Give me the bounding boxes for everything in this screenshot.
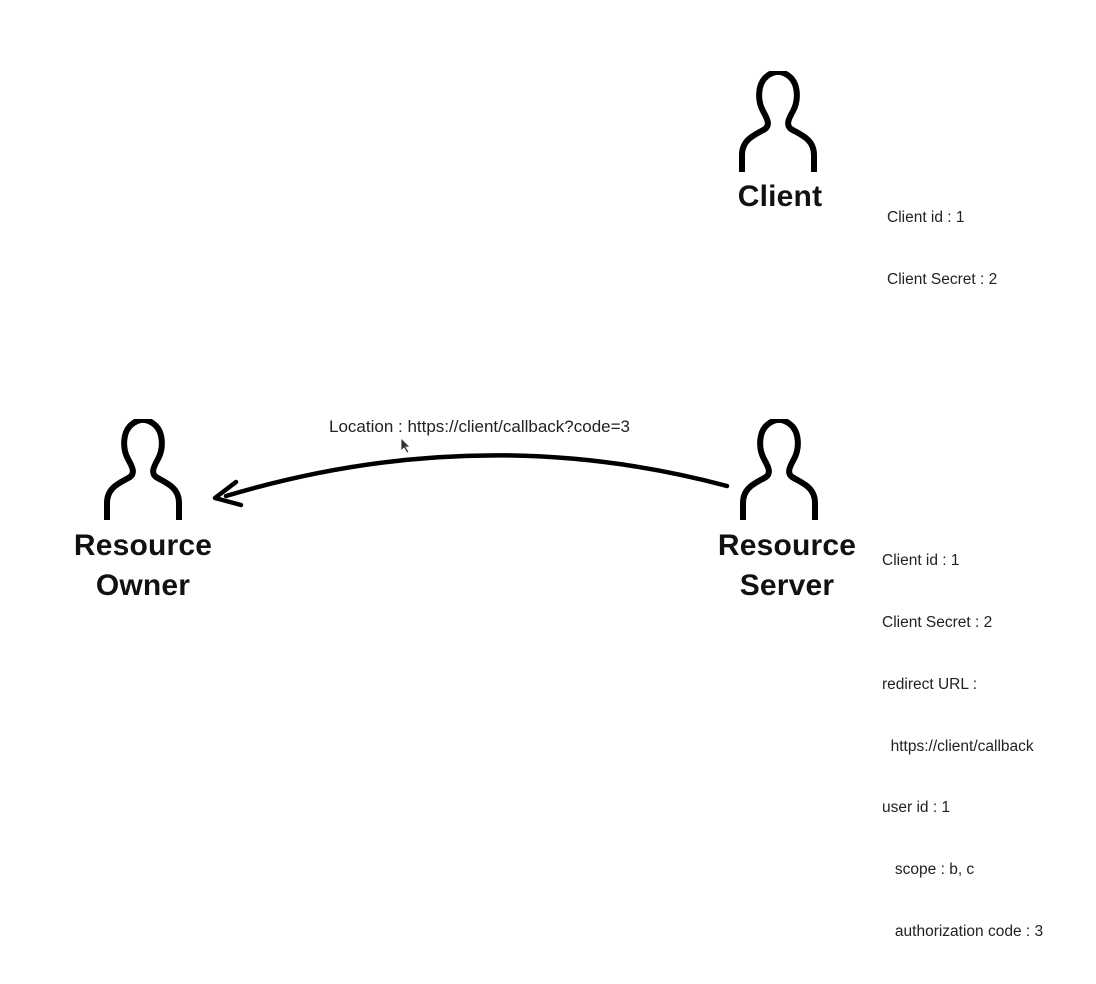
resource-owner-name-line1: Resource: [73, 529, 213, 562]
client-label: Client: [718, 177, 842, 217]
resource-server-info-line: authorization code : 3: [882, 922, 1044, 940]
resource-server-info-line: Client Secret : 2: [882, 613, 993, 631]
resource-server-label: Resource Server: [707, 526, 867, 606]
client-info: Client id : 1 Client Secret : 2: [887, 167, 997, 332]
resource-server-person-icon: [743, 420, 815, 520]
redirect-location-label: Location : https://client/callback?code=…: [329, 417, 630, 436]
resource-server-name-line2: Server: [739, 569, 835, 602]
diagram-canvas: [0, 0, 1096, 674]
client-info-line: Client Secret : 2: [887, 270, 998, 288]
oauth-diagram: Client Client id : 1 Client Secret : 2 R…: [0, 0, 1096, 940]
resource-server-info: Client id : 1 Client Secret : 2 redirect…: [882, 510, 1043, 984]
client-person-icon: [742, 72, 814, 172]
redirect-arrow: [212, 453, 730, 508]
resource-server-info-line: https://client/callback: [882, 737, 1034, 755]
resource-server-info-line: user id : 1: [882, 799, 951, 817]
resource-server-info-line: redirect URL :: [882, 675, 978, 693]
resource-owner-label: Resource Owner: [63, 526, 223, 606]
resource-owner-name-line2: Owner: [95, 569, 191, 602]
resource-server-name-line1: Resource: [717, 529, 857, 562]
resource-server-info-line: Client id : 1: [882, 552, 960, 570]
client-info-line: Client id : 1: [887, 209, 965, 227]
resource-owner-person-icon: [107, 420, 179, 520]
client-name: Client: [737, 180, 823, 213]
resource-server-info-line: scope : b, c: [882, 861, 975, 879]
mouse-cursor-icon: [400, 437, 411, 454]
